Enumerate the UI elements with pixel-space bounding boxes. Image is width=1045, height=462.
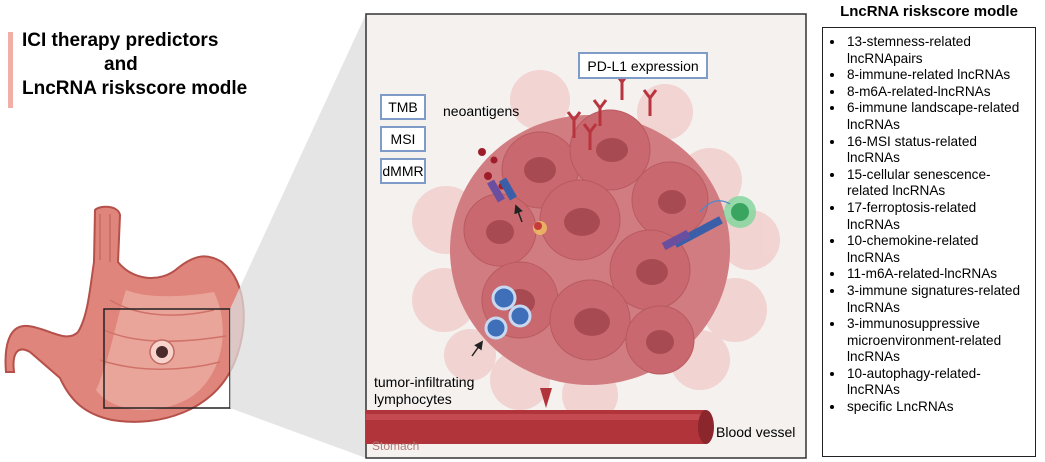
zoom-projection (230, 14, 366, 458)
list-item: 6-immune landscape-related lncRNAs (845, 100, 1031, 133)
stomach-label: Stomach (372, 439, 420, 453)
pdl1-box: PD-L1 expression (578, 52, 708, 79)
blood-vessel (366, 388, 714, 444)
list-item: 11-m6A-related-lncRNAs (845, 266, 1031, 283)
lymphocytes (484, 285, 532, 340)
panel-title: LncRNA riskscore modle (840, 3, 1018, 20)
list-item: 10-autophagy-related-lncRNAs (845, 366, 1031, 399)
til-label-line1: tumor-infiltrating (374, 374, 475, 390)
esophagus-lines (99, 214, 111, 262)
stomach-illustration (4, 205, 245, 423)
title-line-2: and (104, 54, 138, 75)
list-item: 15-cellular senescence-related lncRNAs (845, 167, 1031, 200)
biomarker-box-tmb: TMB (380, 94, 426, 120)
lncrna-model-list: 13-stemness-related lncRNApairs 8-immune… (823, 28, 1035, 416)
list-item: 8-m6A-related-lncRNAs (845, 84, 1031, 101)
lncrna-model-panel: 13-stemness-related lncRNApairs 8-immune… (822, 27, 1036, 457)
tumor-lesion-core (156, 346, 168, 358)
list-item: 16-MSI status-related lncRNAs (845, 134, 1031, 167)
list-item: 17-ferroptosis-related lncRNAs (845, 200, 1031, 233)
title-line-1: ICI therapy predictors (22, 30, 219, 51)
biomarker-label: dMMR (382, 163, 424, 179)
biomarker-box-dmmr: dMMR (380, 158, 426, 184)
list-item: 8-immune-related lncRNAs (845, 67, 1031, 84)
list-item: 10-chemokine-related lncRNAs (845, 233, 1031, 266)
blood-vessel-label: Blood vessel (716, 424, 796, 440)
lymphocyte-arrow (471, 340, 484, 357)
biomarker-label: MSI (390, 131, 416, 147)
list-item: 3-immune signatures-related lncRNAs (845, 283, 1031, 316)
til-label-line2: lymphocytes (374, 391, 452, 407)
list-item: 13-stemness-related lncRNApairs (845, 34, 1031, 67)
tcr-complex-right (661, 196, 756, 251)
list-item: 3-immunosuppressive microenvironment-rel… (845, 316, 1031, 366)
list-item: specific LncRNAs (845, 399, 1031, 416)
neoantigens-label: neoantigens (443, 103, 520, 119)
title-accent-bar (8, 32, 13, 108)
biomarker-label: TMB (388, 99, 418, 115)
biomarker-box-msi: MSI (380, 126, 426, 152)
pdl1-label: PD-L1 expression (587, 57, 699, 74)
mhc-complex-left (487, 177, 547, 235)
title-line-3: LncRNA riskscore modle (22, 78, 248, 99)
